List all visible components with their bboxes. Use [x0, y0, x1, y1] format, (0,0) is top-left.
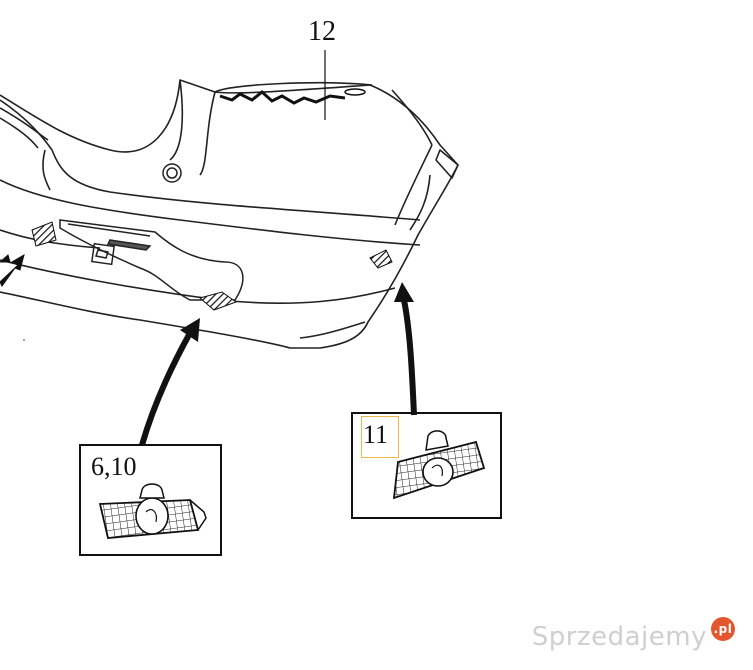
watermark-text: Sprzedajemy	[531, 622, 707, 652]
tow-hook-hole	[162, 163, 182, 183]
top-edge-clips	[219, 90, 346, 105]
stray-mark	[23, 339, 25, 341]
arrow-to-right-sensor	[394, 282, 417, 416]
sensor-right	[369, 249, 393, 269]
lower-recess	[59, 219, 244, 301]
rear-bumper	[0, 79, 459, 349]
sensor-left	[31, 221, 57, 247]
part-label-6-10: 6,10	[91, 452, 137, 481]
top-edge-slot	[344, 88, 366, 96]
watermark: Sprzedajemy .pl	[531, 617, 735, 652]
detail-box-left: 6,10	[79, 444, 222, 556]
detail-box-right: 11	[351, 412, 502, 519]
arrow-left-edge	[0, 253, 25, 287]
arrow-to-center-sensor	[139, 318, 200, 446]
sensor-center	[198, 291, 238, 311]
watermark-badge: .pl	[711, 617, 735, 641]
part-label-11: 11	[363, 420, 389, 449]
bracket-11	[392, 430, 486, 500]
label-highlight	[361, 416, 399, 458]
bracket-6-10	[98, 483, 207, 539]
part-label-12: 12	[308, 16, 336, 47]
